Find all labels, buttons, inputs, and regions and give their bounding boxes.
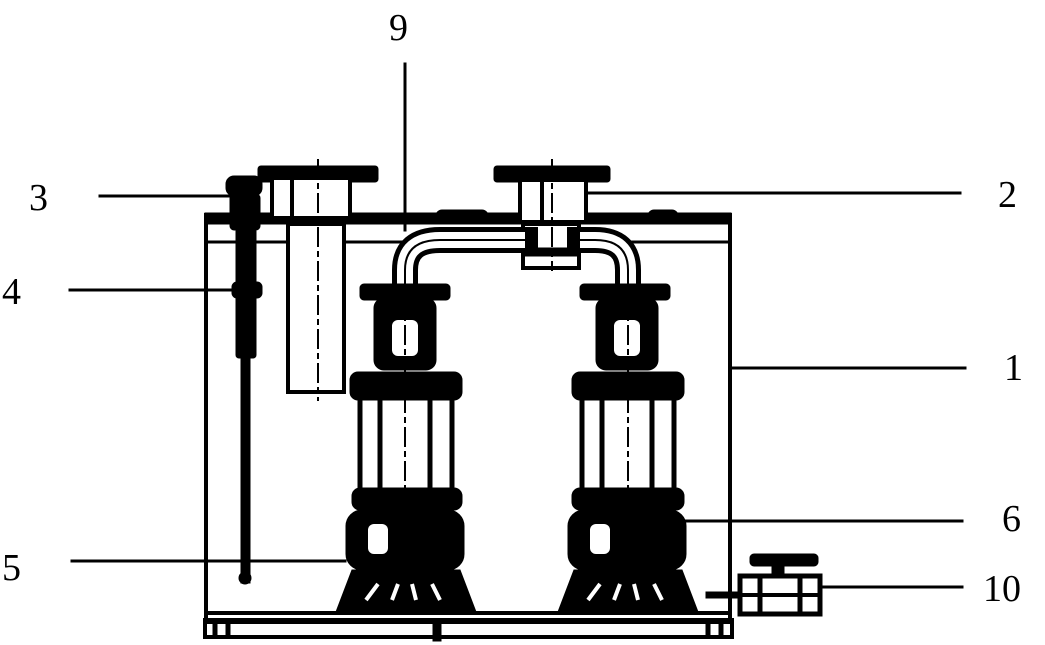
right-pump xyxy=(557,283,699,613)
inlet-dip-pipe xyxy=(286,222,346,394)
left-pump-volute-window xyxy=(368,524,388,554)
label-9: 9 xyxy=(389,7,408,49)
left-pipe-bend-core xyxy=(404,239,526,293)
sensor-rod xyxy=(240,354,251,584)
sensor-clamp xyxy=(231,281,263,299)
base-foot-right-2 xyxy=(718,621,724,636)
left-pump-stand xyxy=(335,569,477,613)
inlet-neck xyxy=(270,176,352,220)
tank-base-frame xyxy=(203,618,734,639)
right-pump-stand-slots xyxy=(586,582,664,602)
pipe-coupling-left xyxy=(435,209,489,223)
right-pipe-bend-core xyxy=(579,239,629,293)
sensor-tip xyxy=(238,571,252,585)
vent-body xyxy=(229,193,261,231)
left-pump-mid-collar xyxy=(351,487,463,511)
label-2: 2 xyxy=(998,174,1017,216)
right-pump-mid-collar xyxy=(571,487,685,511)
right-pump-stand xyxy=(557,569,699,613)
label-4: 4 xyxy=(2,271,21,313)
leader-lines xyxy=(68,62,967,589)
base-foot-left-2 xyxy=(225,621,231,636)
pipe-coupling-right xyxy=(647,209,679,223)
base-center-bolt xyxy=(432,619,442,642)
label-6: 6 xyxy=(1002,498,1021,540)
label-1: 1 xyxy=(1004,347,1023,389)
vent-fitting xyxy=(225,175,263,231)
right-pump-volute xyxy=(567,509,687,571)
inlet-pipe xyxy=(257,159,379,401)
pressure-pipes xyxy=(392,209,679,305)
label-10: 10 xyxy=(983,568,1021,610)
right-pump-volute-window xyxy=(590,524,610,554)
label-3: 3 xyxy=(29,177,48,219)
label-5: 5 xyxy=(2,547,21,589)
left-pump xyxy=(335,283,477,613)
drain-valve-nozzle xyxy=(705,591,743,599)
left-pump-stand-slots xyxy=(364,582,442,602)
part-labels: 9 3 2 4 1 6 5 10 xyxy=(2,7,1023,610)
vent-cap xyxy=(225,175,263,197)
base-foot-right-1 xyxy=(705,621,711,636)
level-sensor xyxy=(231,227,263,585)
base-foot-left-1 xyxy=(212,621,218,636)
drain-valve xyxy=(705,553,823,617)
left-pump-volute xyxy=(345,509,465,571)
